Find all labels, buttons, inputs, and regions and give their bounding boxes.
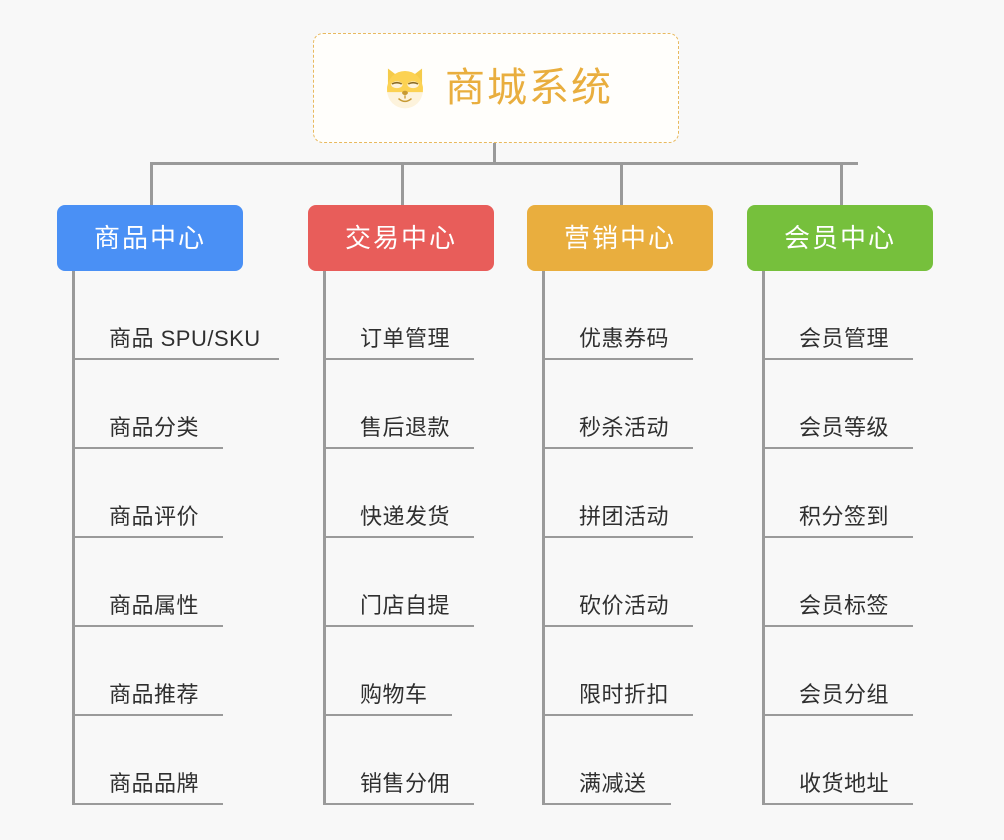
leaf-label: 收货地址 — [799, 771, 890, 796]
leaf-item[interactable]: 会员分组 — [765, 627, 933, 716]
leaf-underline — [75, 447, 223, 449]
leaf-label: 商品品牌 — [109, 771, 200, 796]
leaf-label: 会员分组 — [799, 682, 890, 707]
leaf-label: 商品评价 — [109, 504, 200, 529]
leaf-underline — [75, 536, 223, 538]
leaf-underline — [326, 803, 474, 805]
leaf-item[interactable]: 限时折扣 — [545, 627, 713, 716]
leaf-item[interactable]: 订单管理 — [326, 271, 494, 360]
leaf-label: 售后退款 — [360, 415, 451, 440]
leaf-underline — [75, 803, 223, 805]
leaf-item[interactable]: 积分签到 — [765, 449, 933, 538]
leaf-underline — [326, 714, 452, 716]
leaf-underline — [765, 447, 913, 449]
leaf-underline — [765, 358, 913, 360]
leaf-item[interactable]: 商品属性 — [75, 538, 261, 627]
leaf-label: 销售分佣 — [360, 771, 451, 796]
leaf-underline — [326, 536, 474, 538]
leaf-item[interactable]: 售后退款 — [326, 360, 494, 449]
leaf-label: 拼团活动 — [579, 504, 670, 529]
category-column-0: 商品中心 商品 SPU/SKU 商品分类 商品评价 商品属性 商品推荐 — [57, 205, 279, 805]
category-header-0[interactable]: 商品中心 — [57, 205, 243, 271]
category-label-1: 交易中心 — [344, 223, 457, 253]
leaf-label: 限时折扣 — [579, 682, 670, 707]
leaf-list-1: 订单管理 售后退款 快递发货 门店自提 购物车 销售分佣 — [323, 271, 494, 805]
leaf-list-0: 商品 SPU/SKU 商品分类 商品评价 商品属性 商品推荐 商品品牌 — [72, 271, 279, 805]
leaf-underline — [545, 536, 693, 538]
category-label-3: 会员中心 — [783, 223, 896, 253]
root-node[interactable]: 商城系统 — [313, 33, 679, 143]
leaf-item[interactable]: 收货地址 — [765, 716, 933, 805]
leaf-label: 商品分类 — [109, 415, 200, 440]
leaf-item[interactable]: 商品 SPU/SKU — [75, 271, 279, 360]
leaf-underline — [326, 625, 474, 627]
leaf-underline — [75, 625, 223, 627]
category-label-2: 营销中心 — [563, 223, 676, 253]
leaf-item[interactable]: 商品推荐 — [75, 627, 261, 716]
leaf-label: 秒杀活动 — [579, 415, 670, 440]
leaf-item[interactable]: 砍价活动 — [545, 538, 713, 627]
leaf-label: 会员等级 — [799, 415, 890, 440]
connector-leg-2 — [620, 164, 623, 207]
leaf-underline — [765, 625, 913, 627]
connector-leg-0 — [150, 164, 153, 207]
leaf-label: 购物车 — [360, 682, 428, 707]
leaf-item[interactable]: 门店自提 — [326, 538, 494, 627]
leaf-label: 优惠券码 — [579, 326, 670, 351]
connector-leg-3 — [840, 164, 843, 207]
leaf-label: 商品属性 — [109, 593, 200, 618]
leaf-item[interactable]: 商品品牌 — [75, 716, 261, 805]
leaf-underline — [545, 625, 693, 627]
leaf-underline — [326, 358, 474, 360]
connector-leg-1 — [401, 164, 404, 207]
leaf-item[interactable]: 拼团活动 — [545, 449, 713, 538]
leaf-item[interactable]: 会员等级 — [765, 360, 933, 449]
leaf-underline — [326, 447, 474, 449]
leaf-item[interactable]: 满减送 — [545, 716, 713, 805]
leaf-underline — [545, 447, 693, 449]
connector-root-stem — [493, 143, 496, 164]
leaf-item[interactable]: 购物车 — [326, 627, 494, 716]
leaf-label: 砍价活动 — [579, 593, 670, 618]
shiba-dog-emoji — [387, 68, 423, 109]
category-column-2: 营销中心 优惠券码 秒杀活动 拼团活动 砍价活动 限时折扣 — [527, 205, 713, 805]
leaf-label: 快递发货 — [360, 504, 451, 529]
leaf-underline — [75, 358, 279, 360]
root-title: 商城系统 — [445, 66, 613, 110]
leaf-underline — [765, 536, 913, 538]
leaf-underline — [545, 714, 693, 716]
leaf-underline — [545, 358, 693, 360]
leaf-item[interactable]: 商品评价 — [75, 449, 261, 538]
leaf-item[interactable]: 快递发货 — [326, 449, 494, 538]
connector-horizontal-bus — [150, 162, 858, 165]
leaf-list-3: 会员管理 会员等级 积分签到 会员标签 会员分组 收货地址 — [762, 271, 933, 805]
leaf-item[interactable]: 销售分佣 — [326, 716, 494, 805]
leaf-label: 商品 SPU/SKU — [109, 326, 261, 351]
leaf-label: 门店自提 — [360, 593, 451, 618]
leaf-label: 商品推荐 — [109, 682, 200, 707]
leaf-item[interactable]: 商品分类 — [75, 360, 261, 449]
leaf-label: 订单管理 — [360, 326, 451, 351]
leaf-underline — [765, 803, 913, 805]
category-header-2[interactable]: 营销中心 — [527, 205, 713, 271]
leaf-label: 满减送 — [579, 771, 647, 796]
leaf-label: 积分签到 — [799, 504, 890, 529]
category-header-3[interactable]: 会员中心 — [747, 205, 933, 271]
leaf-item[interactable]: 秒杀活动 — [545, 360, 713, 449]
leaf-item[interactable]: 优惠券码 — [545, 271, 713, 360]
leaf-label: 会员标签 — [799, 593, 890, 618]
category-label-0: 商品中心 — [93, 223, 206, 253]
leaf-label: 会员管理 — [799, 326, 890, 351]
category-header-1[interactable]: 交易中心 — [308, 205, 494, 271]
leaf-item[interactable]: 会员管理 — [765, 271, 933, 360]
leaf-list-2: 优惠券码 秒杀活动 拼团活动 砍价活动 限时折扣 满减送 — [542, 271, 713, 805]
leaf-item[interactable]: 会员标签 — [765, 538, 933, 627]
leaf-underline — [765, 714, 913, 716]
leaf-underline — [545, 803, 671, 805]
category-column-1: 交易中心 订单管理 售后退款 快递发货 门店自提 购物车 — [308, 205, 494, 805]
category-column-3: 会员中心 会员管理 会员等级 积分签到 会员标签 会员分组 — [747, 205, 933, 805]
leaf-underline — [75, 714, 223, 716]
